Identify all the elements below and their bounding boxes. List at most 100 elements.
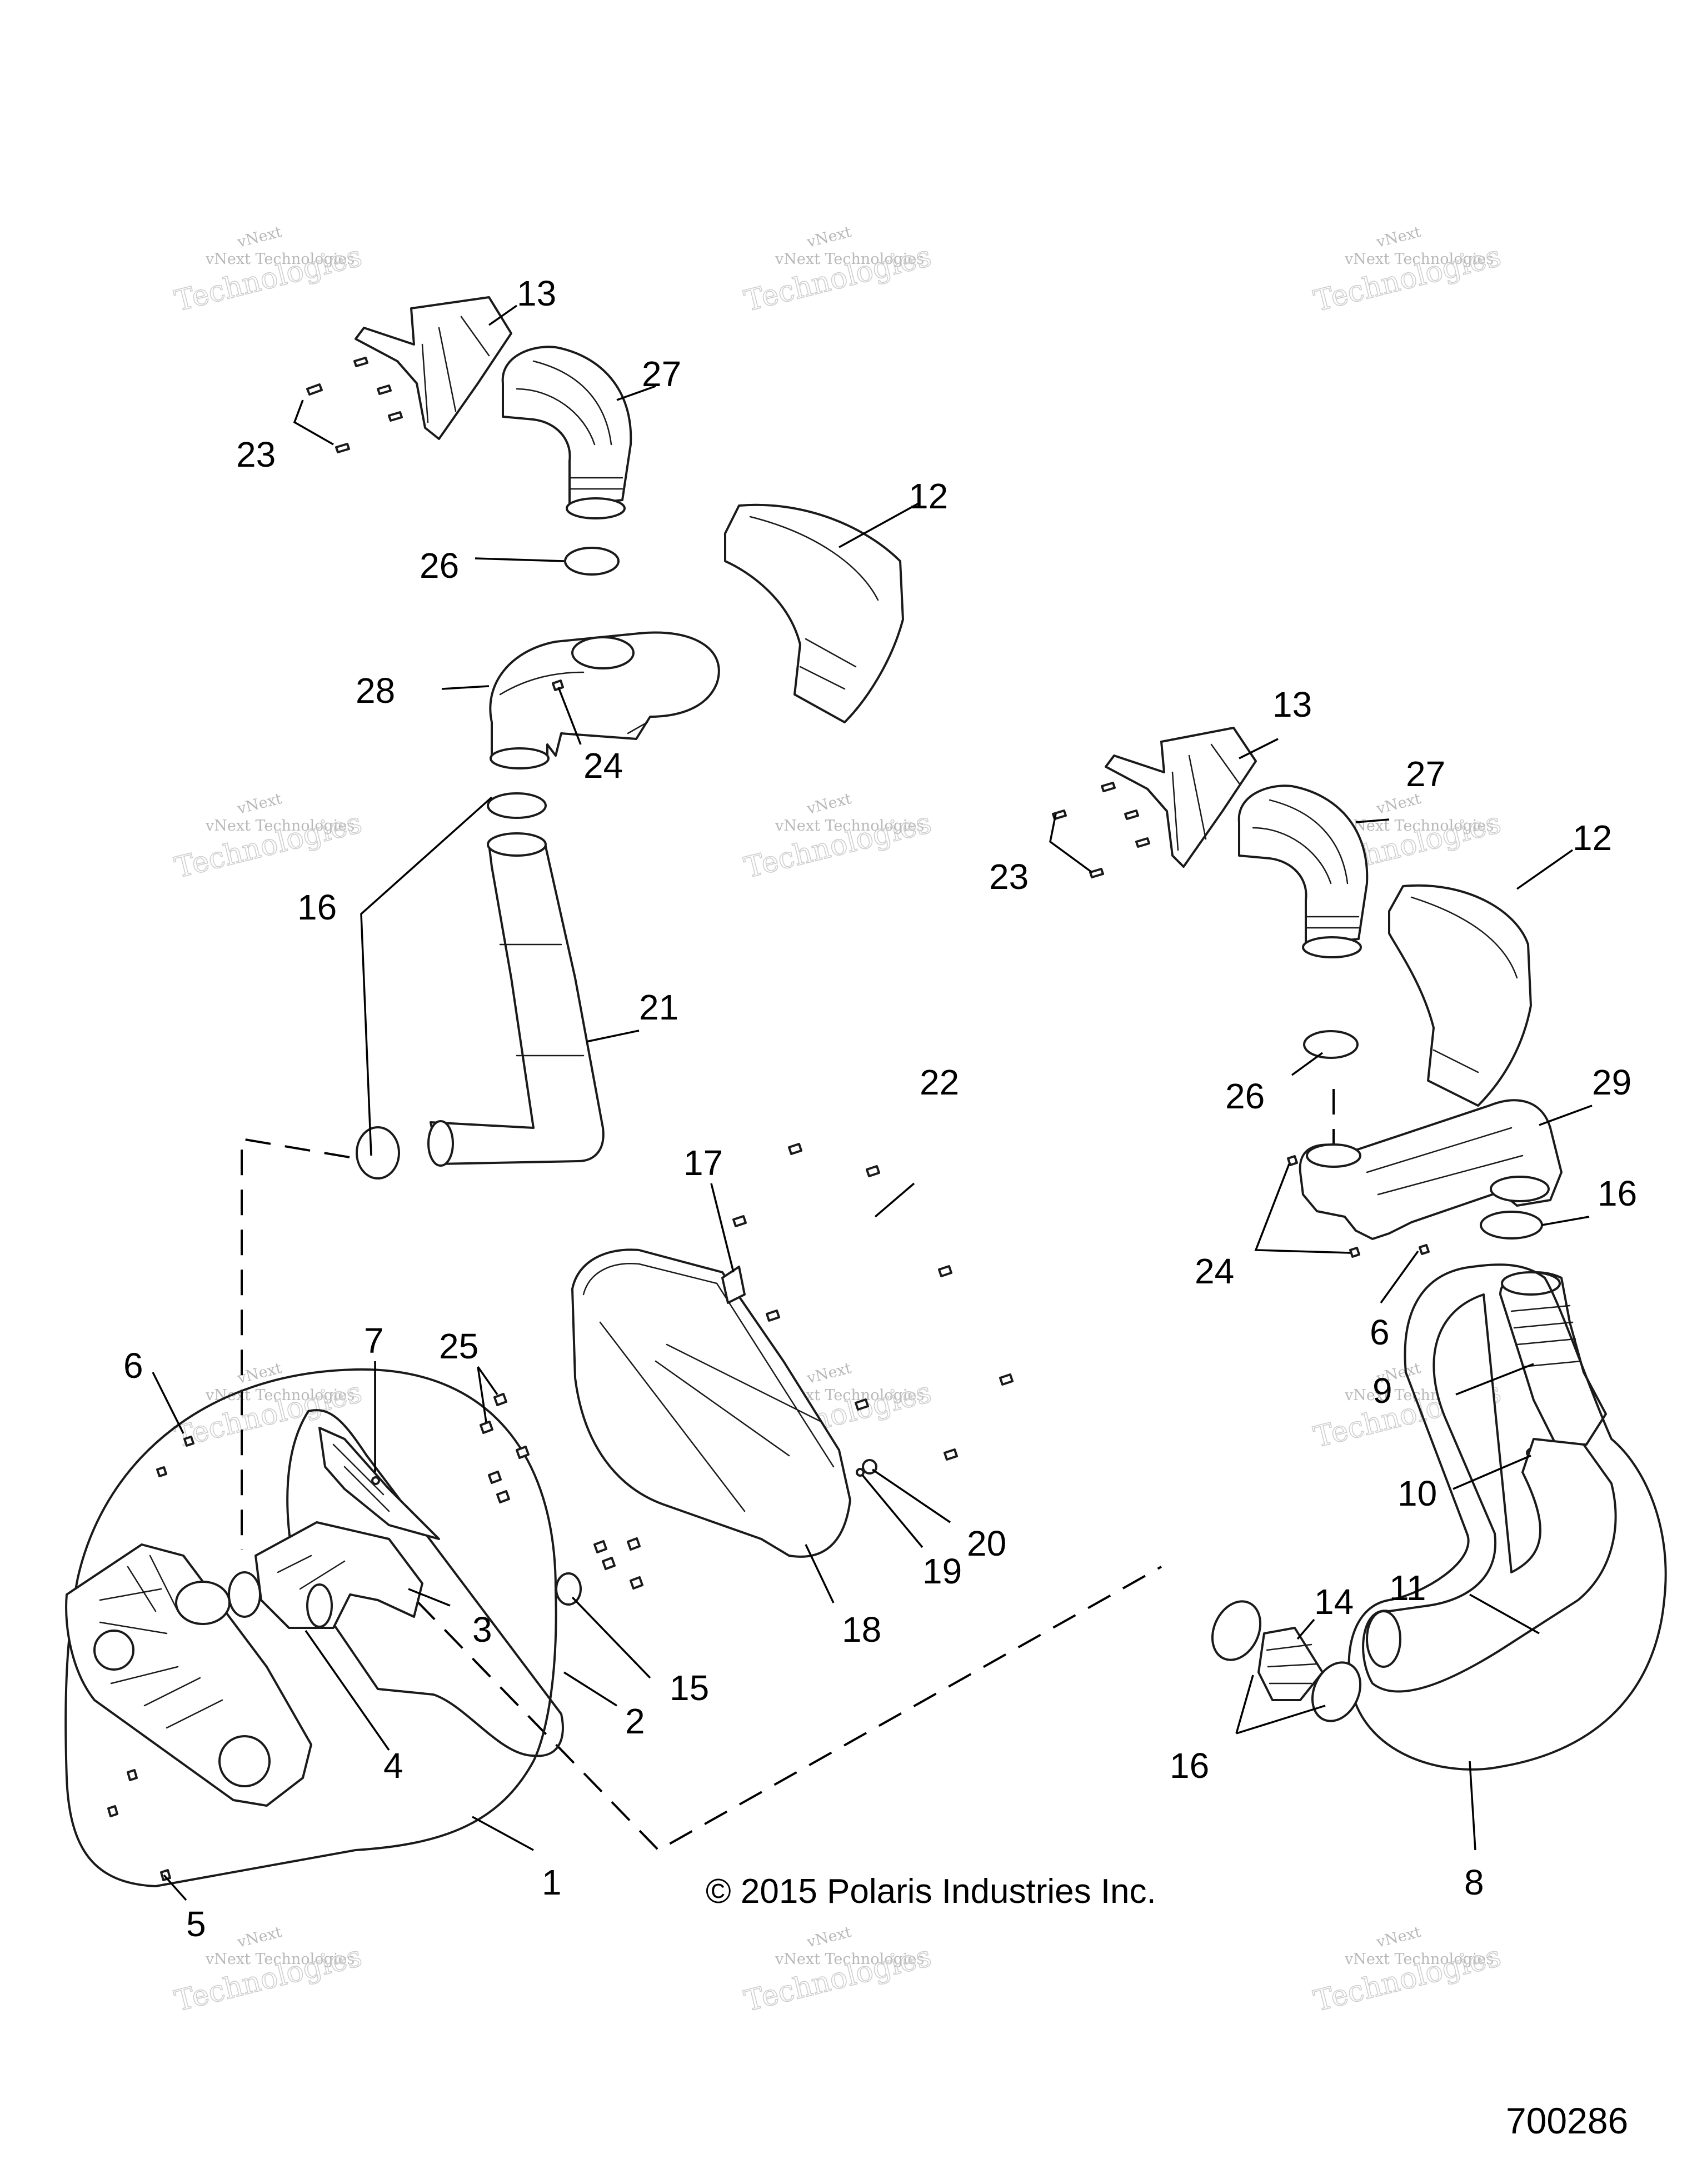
callout-23-right: 23	[989, 857, 1029, 897]
callout-23-upper: 23	[236, 434, 276, 474]
callout-16-left: 16	[297, 887, 337, 927]
callout-9: 9	[1372, 1371, 1392, 1411]
svg-text:vNext: vNext	[235, 790, 283, 818]
cover-12-upper	[724, 503, 904, 723]
callout-27-upper: 27	[642, 354, 681, 394]
clamp-16-right	[1480, 1211, 1543, 1240]
svg-text:vNext: vNext	[235, 1923, 283, 1951]
callout-13-right: 13	[1272, 684, 1312, 724]
svg-text:vNext Technologies: vNext Technologies	[205, 817, 355, 834]
clamp-26-right	[1303, 1030, 1359, 1059]
svg-text:vNext Technologies: vNext Technologies	[1344, 251, 1494, 268]
group-outline-1	[64, 1368, 557, 1887]
watermark-top-center: vNext vNext Technologies Technologies	[741, 223, 935, 318]
callout-12-right: 12	[1573, 818, 1612, 858]
clamp-16-upper	[487, 792, 547, 819]
svg-text:vNext Technologies: vNext Technologies	[1344, 817, 1494, 834]
duct-21	[427, 832, 605, 1167]
callout-27-right: 27	[1406, 754, 1445, 794]
callout-15: 15	[670, 1668, 709, 1708]
screws-25	[480, 1393, 643, 1590]
watermark-mid-left: vNext vNext Technologies Technologies	[171, 790, 366, 885]
plenum-28	[489, 631, 720, 769]
bracket-7	[318, 1427, 440, 1540]
clamp-16-left-lower	[356, 1126, 400, 1180]
svg-text:vNext: vNext	[805, 223, 853, 251]
svg-text:vNext Technologies: vNext Technologies	[775, 817, 924, 834]
watermark-top-right: vNext vNext Technologies Technologies	[1310, 223, 1505, 318]
callout-19: 19	[922, 1551, 962, 1591]
callout-24-upper: 24	[583, 746, 623, 786]
centerline-duct-to-cover	[241, 1137, 390, 1550]
svg-text:vNext: vNext	[805, 790, 853, 818]
elbow-27-right	[1237, 784, 1369, 958]
pin-19	[856, 1468, 865, 1477]
svg-text:vNext: vNext	[805, 1360, 853, 1387]
duct-3	[254, 1521, 423, 1629]
svg-text:vNext: vNext	[1374, 790, 1422, 818]
callout-4: 4	[383, 1746, 403, 1786]
clamp-26-upper	[564, 547, 620, 576]
outer-clutch-cover-18	[571, 1248, 851, 1558]
svg-text:vNext Technologies: vNext Technologies	[775, 1951, 924, 1968]
bracket-13-upper	[355, 296, 512, 440]
screws-23-upper	[306, 357, 403, 453]
svg-text:vNext Technologies: vNext Technologies	[775, 251, 924, 268]
svg-text:vNext Technologies: vNext Technologies	[205, 251, 355, 268]
screws-24-right	[1287, 1155, 1360, 1258]
callout-22: 22	[920, 1062, 959, 1102]
centerline-cover-to-duct-11	[388, 1566, 1162, 1852]
callout-11: 11	[1389, 1568, 1426, 1608]
watermark-bottom-right: vNext vNext Technologies Technologies	[1310, 1923, 1505, 2018]
group-outline-8	[1347, 1263, 1667, 1771]
callout-7: 7	[364, 1321, 384, 1361]
watermark-mid-center: vNext vNext Technologies Technologies	[741, 790, 935, 885]
svg-text:vNext: vNext	[805, 1923, 853, 1951]
callout-2: 2	[625, 1701, 645, 1741]
screws-23-right	[1052, 782, 1150, 878]
screw-6-right	[1419, 1244, 1430, 1255]
clamp-16-lower-a	[1211, 1600, 1262, 1661]
screws-6-left	[156, 1436, 194, 1477]
callout-3: 3	[472, 1610, 492, 1650]
screw-24-upper	[552, 679, 564, 691]
screws-5	[107, 1769, 171, 1881]
cover-12-right	[1388, 884, 1532, 1107]
callout-26-right: 26	[1225, 1076, 1265, 1116]
boot-9	[1499, 1271, 1607, 1446]
drive-belt-2	[286, 1409, 564, 1757]
callout-16-right: 16	[1598, 1173, 1637, 1213]
callout-1: 1	[542, 1862, 562, 1902]
copyright-notice: © 2015 Polaris Industries Inc.	[706, 1872, 1156, 1911]
duct-11	[1362, 1293, 1617, 1693]
svg-text:vNext Technologies: vNext Technologies	[205, 1951, 355, 1968]
watermark-top-left: vNext vNext Technologies Technologies	[171, 223, 366, 318]
elbow-27-upper	[501, 346, 632, 519]
callout-16-lower: 16	[1170, 1746, 1209, 1786]
svg-text:vNext: vNext	[235, 223, 283, 251]
inner-clutch-cover-1	[65, 1543, 312, 1807]
callout-6-right: 6	[1370, 1312, 1390, 1352]
screws-22	[732, 1143, 1014, 1461]
svg-text:vNext: vNext	[1374, 1923, 1422, 1951]
svg-text:vNext Technologies: vNext Technologies	[1344, 1951, 1494, 1968]
callout-12-upper: 12	[909, 476, 948, 516]
leader-lines	[152, 304, 1593, 1901]
callout-28: 28	[356, 671, 395, 711]
callout-21: 21	[639, 987, 678, 1027]
callout-5: 5	[186, 1904, 206, 1944]
duct-29	[1299, 1099, 1563, 1240]
callout-14: 14	[1314, 1582, 1354, 1622]
callout-26-upper: 26	[420, 546, 459, 586]
washer-15	[555, 1572, 582, 1606]
callout-10: 10	[1397, 1473, 1437, 1513]
callout-6-left: 6	[123, 1346, 143, 1386]
callout-18: 18	[842, 1610, 881, 1650]
callout-13-upper: 13	[517, 273, 556, 313]
callout-25: 25	[439, 1326, 478, 1366]
coupler-14	[1257, 1627, 1324, 1701]
callout-29: 29	[1592, 1062, 1631, 1102]
callout-17: 17	[683, 1143, 723, 1183]
clamp-4	[228, 1571, 261, 1618]
svg-text:vNext: vNext	[1374, 223, 1422, 251]
